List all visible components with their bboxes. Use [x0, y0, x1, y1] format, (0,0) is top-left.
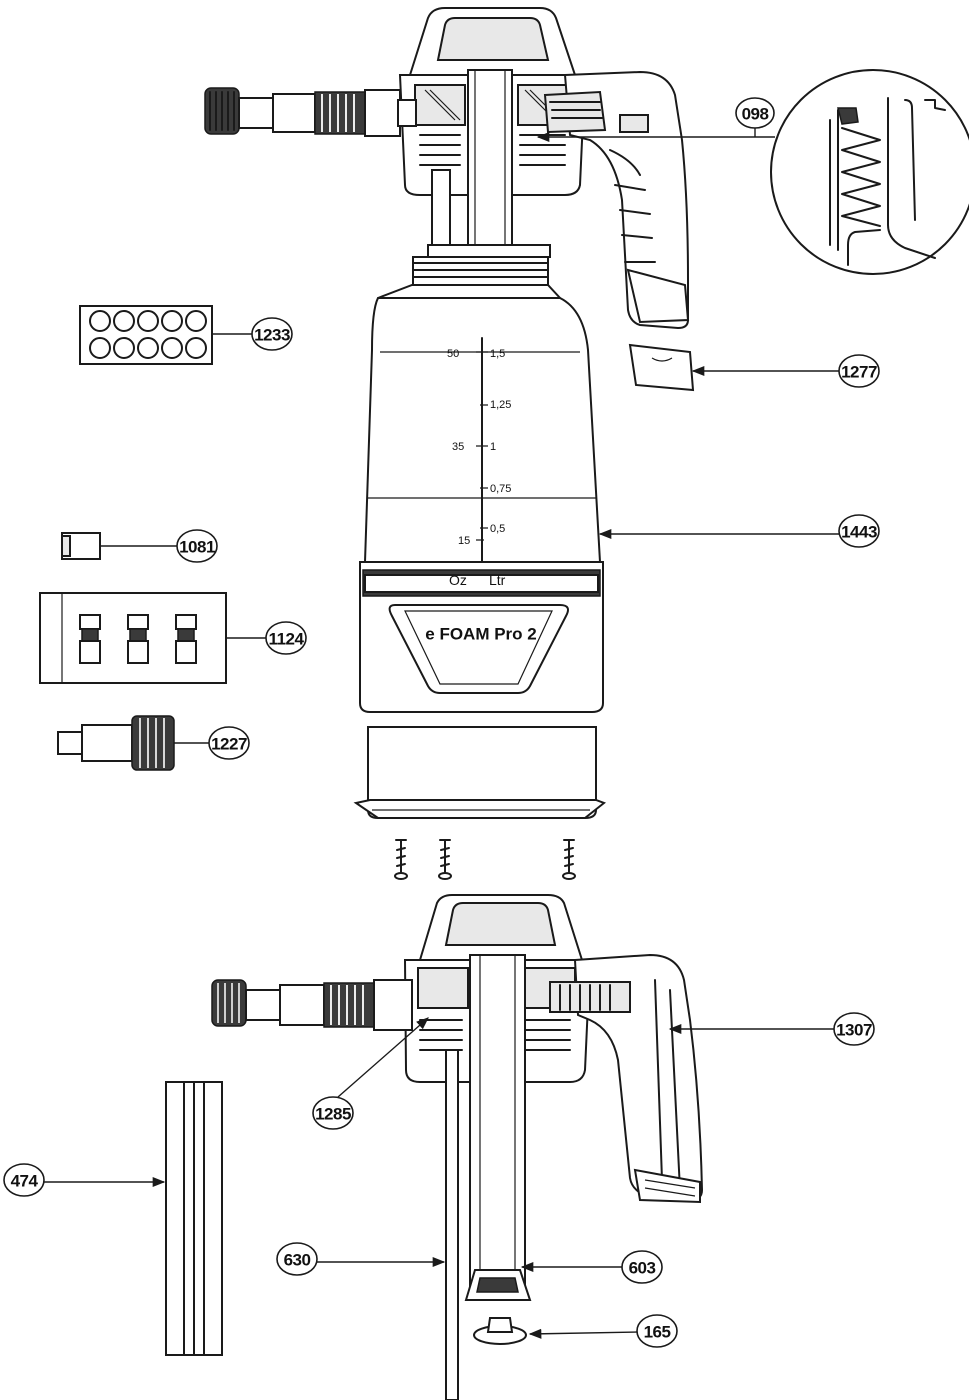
unit-oz: Oz	[449, 572, 467, 588]
svg-text:630: 630	[284, 1251, 311, 1270]
grip-cover-part	[628, 343, 695, 392]
oz-mark-50: 50	[447, 348, 459, 360]
callout-474: 474	[3, 1163, 45, 1197]
callout-1227: 1227	[208, 726, 250, 760]
svg-text:1307: 1307	[836, 1021, 872, 1040]
svg-text:1277: 1277	[841, 363, 877, 382]
svg-text:603: 603	[629, 1259, 656, 1278]
valve-disc-part	[473, 1317, 527, 1345]
oz-mark-15: 15	[458, 535, 470, 547]
callout-1081: 1081	[176, 529, 218, 563]
callout-1443: 1443	[838, 514, 880, 548]
svg-text:165: 165	[644, 1323, 671, 1342]
svg-text:474: 474	[11, 1172, 39, 1191]
nozzle-set-card	[39, 592, 227, 684]
svg-text:1285: 1285	[315, 1105, 351, 1124]
svg-text:098: 098	[742, 105, 769, 124]
top-sprayer-head	[204, 7, 690, 330]
svg-text:1227: 1227	[211, 735, 247, 754]
unit-litre: Ltr	[489, 572, 506, 588]
seal-detail-zoom	[770, 69, 969, 275]
callout-1124: 1124	[265, 621, 307, 655]
base-cap	[353, 726, 607, 819]
litre-mark-1-25: 1,25	[490, 399, 511, 411]
callout-1233: 1233	[251, 317, 293, 351]
litre-mark-0-75: 0,75	[490, 483, 511, 495]
svg-text:1233: 1233	[254, 326, 290, 345]
litre-mark-1-5: 1,5	[490, 348, 505, 360]
callout-098: 098	[735, 97, 775, 129]
svg-text:1124: 1124	[269, 630, 305, 649]
bottom-sprayer-head	[211, 894, 704, 1400]
svg-text:1443: 1443	[841, 523, 877, 542]
litre-mark-1: 1	[490, 441, 496, 453]
bottle-body	[359, 284, 604, 713]
callout-603: 603	[621, 1250, 663, 1284]
brand-label: e FOAM Pro 2	[425, 625, 536, 644]
callout-1307: 1307	[833, 1012, 875, 1046]
fill-scale: 50 35 15 1,5 1,25 1 0,75 0,5 Oz Ltr	[447, 348, 511, 588]
screws	[394, 839, 576, 880]
svg-text:1081: 1081	[179, 538, 215, 557]
callout-630: 630	[276, 1242, 318, 1276]
callout-1285: 1285	[312, 1096, 354, 1130]
side-panel-part	[165, 1081, 223, 1356]
litre-mark-0-5: 0,5	[490, 523, 505, 535]
callout-1277: 1277	[838, 354, 880, 388]
nozzle-adapter-part	[57, 715, 175, 771]
oz-mark-35: 35	[452, 441, 464, 453]
callout-165: 165	[636, 1314, 678, 1348]
small-sleeve-part	[61, 532, 101, 560]
o-ring-set-card	[79, 305, 213, 365]
